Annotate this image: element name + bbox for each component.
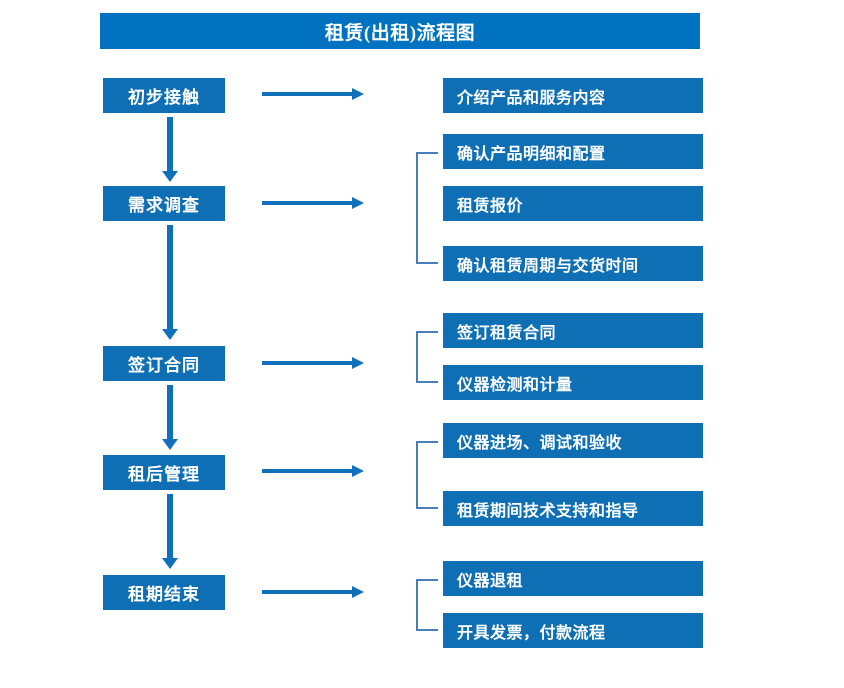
group-bracket-4	[416, 579, 438, 631]
detail-box-9[interactable]: 仪器退租	[443, 561, 703, 596]
arrow-shaft	[167, 117, 173, 171]
right-arrow-icon-5	[262, 586, 364, 598]
detail-label-10: 开具发票，付款流程	[457, 624, 606, 642]
group-bracket-3	[416, 441, 438, 509]
arrow-shaft	[262, 590, 354, 594]
detail-box-6[interactable]: 仪器检测和计量	[443, 365, 703, 400]
arrow-shaft	[262, 469, 354, 473]
arrow-shaft	[262, 92, 354, 96]
arrow-shaft	[262, 361, 354, 365]
detail-label-8: 租赁期间技术支持和指导	[457, 502, 639, 520]
stage-label-2: 需求调查	[128, 196, 200, 215]
arrow-head	[162, 171, 178, 182]
stage-box-3[interactable]: 签订合同	[103, 346, 225, 381]
arrow-shaft	[167, 494, 173, 558]
stage-box-1[interactable]: 初步接触	[103, 78, 225, 113]
detail-box-10[interactable]: 开具发票，付款流程	[443, 613, 703, 648]
detail-label-5: 签订租赁合同	[457, 324, 557, 342]
stage-box-4[interactable]: 租后管理	[103, 455, 225, 490]
right-arrow-icon-2	[262, 197, 364, 209]
detail-label-4: 确认租赁周期与交货时间	[457, 257, 639, 275]
detail-box-5[interactable]: 签订租赁合同	[443, 313, 703, 348]
arrow-head	[352, 88, 364, 100]
group-bracket-1	[416, 152, 438, 264]
arrow-head	[162, 329, 178, 340]
stage-label-3: 签订合同	[128, 356, 200, 375]
detail-label-9: 仪器退租	[457, 572, 524, 590]
detail-label-1: 介绍产品和服务内容	[457, 89, 606, 107]
arrow-shaft	[167, 385, 173, 439]
arrow-shaft	[262, 201, 354, 205]
arrow-head	[162, 439, 178, 450]
arrow-head	[162, 558, 178, 569]
stage-box-5[interactable]: 租期结束	[103, 575, 225, 610]
detail-label-2: 确认产品明细和配置	[457, 145, 606, 163]
detail-label-7: 仪器进场、调试和验收	[457, 434, 623, 452]
stage-label-1: 初步接触	[128, 88, 200, 107]
arrow-head	[352, 197, 364, 209]
stage-label-5: 租期结束	[128, 585, 200, 604]
stage-box-2[interactable]: 需求调查	[103, 186, 225, 221]
right-arrow-icon-1	[262, 88, 364, 100]
arrow-shaft	[167, 225, 173, 329]
right-arrow-icon-4	[262, 465, 364, 477]
detail-box-3[interactable]: 租赁报价	[443, 186, 703, 221]
detail-box-8[interactable]: 租赁期间技术支持和指导	[443, 491, 703, 526]
detail-label-6: 仪器检测和计量	[457, 376, 573, 394]
stage-label-4: 租后管理	[128, 465, 200, 484]
arrow-head	[352, 465, 364, 477]
right-arrow-icon-3	[262, 357, 364, 369]
arrow-head	[352, 586, 364, 598]
detail-box-1[interactable]: 介绍产品和服务内容	[443, 78, 703, 113]
detail-label-3: 租赁报价	[457, 197, 524, 215]
group-bracket-2	[416, 331, 438, 383]
detail-box-4[interactable]: 确认租赁周期与交货时间	[443, 246, 703, 281]
page-title: 租赁(出租)流程图	[324, 22, 476, 44]
arrow-head	[352, 357, 364, 369]
chart-title-bar: 租赁(出租)流程图	[100, 13, 700, 49]
detail-box-7[interactable]: 仪器进场、调试和验收	[443, 423, 703, 458]
detail-box-2[interactable]: 确认产品明细和配置	[443, 134, 703, 169]
